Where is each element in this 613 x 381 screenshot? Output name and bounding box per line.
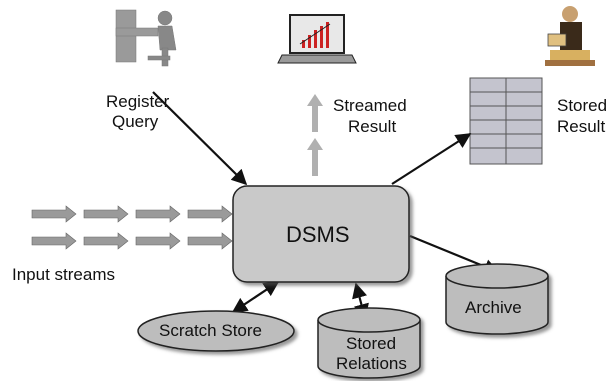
stored-label: Stored [557, 96, 608, 115]
stream-arrow [187, 205, 233, 223]
stored-result-arrow [391, 133, 472, 185]
stream-up-arrow [307, 138, 323, 176]
stream-up-arrow [307, 94, 323, 132]
dsms-box [232, 185, 410, 283]
streamed-result-arrows [307, 94, 323, 176]
dsms-label: DSMS [286, 222, 350, 247]
stored-result-label: Result [557, 117, 606, 136]
archive-cylinder [445, 263, 549, 335]
stream-arrow [83, 205, 129, 223]
register-label: Register [106, 92, 170, 111]
flow-arrows [152, 91, 500, 320]
stream-arrow [135, 232, 181, 250]
stored-result-table [469, 77, 543, 165]
scratch-store-label: Scratch Store [159, 321, 262, 340]
scratch-store-shape [137, 310, 295, 352]
query-label: Query [112, 112, 159, 131]
stored-relations-label-line2: Relations [336, 354, 407, 373]
streamed-result-label: Result [348, 117, 397, 136]
register-query-arrow [152, 91, 248, 186]
laptop-with-chart-icon [277, 14, 357, 64]
stored-relations-cylinder [317, 307, 421, 379]
stream-arrow [31, 232, 77, 250]
person-reading-icon [545, 6, 595, 66]
stream-arrow [187, 232, 233, 250]
archive-label: Archive [465, 298, 522, 317]
person-at-computer-icon [115, 9, 177, 67]
streamed-label: Streamed [333, 96, 407, 115]
stream-arrow [135, 205, 181, 223]
stream-arrow [31, 205, 77, 223]
scratch-store-arrow [231, 281, 280, 313]
input-streams-label: Input streams [12, 265, 115, 284]
stream-arrow [83, 232, 129, 250]
stored-relations-label-line1: Stored [346, 334, 397, 353]
input-stream-arrows [31, 205, 233, 250]
